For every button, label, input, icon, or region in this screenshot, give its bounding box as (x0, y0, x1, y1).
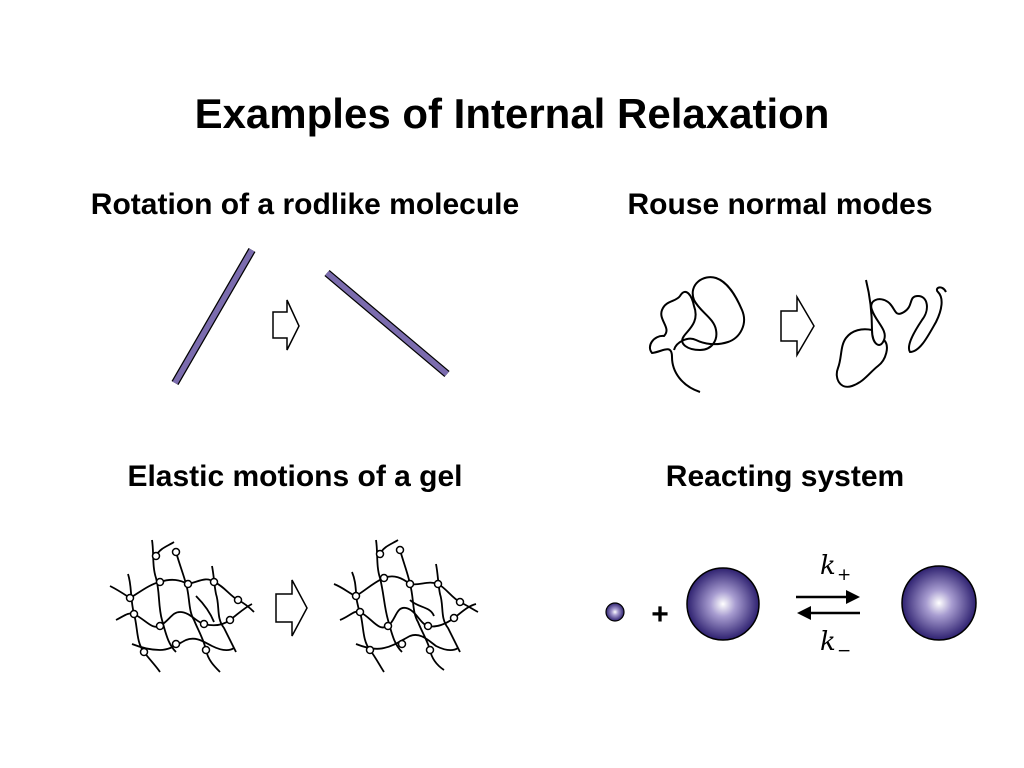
rod-rotation-heading: Rotation of a rodlike molecule (90, 188, 520, 221)
gel-network-after (333, 539, 479, 673)
polymer-chain-after-loop (835, 328, 888, 388)
rouse-transition-arrow-icon (780, 294, 815, 358)
gel-network-after-nodes (351, 545, 465, 655)
rod-before (171, 247, 256, 386)
gel-motions-heading: Elastic motions of a gel (127, 460, 463, 493)
rouse-modes-heading: Rouse normal modes (627, 188, 933, 221)
equilibrium-arrows-icon (796, 590, 860, 620)
plus-sign: + (651, 598, 669, 631)
gel-network-before-nodes (125, 547, 243, 657)
rod-transition-arrow-icon (272, 299, 300, 351)
forward-rate-label: k + (820, 551, 851, 585)
small-molecule-sphere (605, 602, 625, 622)
polymer-chain-before (648, 276, 746, 393)
forward-rate-symbol: k (820, 551, 836, 581)
product-molecule-sphere (901, 565, 977, 641)
large-molecule-sphere (686, 567, 760, 641)
backward-rate-label: k − (820, 627, 851, 661)
slide-title: Examples of Internal Relaxation (194, 90, 830, 137)
rod-after (324, 269, 450, 378)
backward-rate-subscript: − (837, 641, 851, 661)
forward-rate-subscript: + (837, 565, 851, 585)
reacting-system-heading: Reacting system (665, 460, 905, 493)
gel-network-before (109, 539, 255, 673)
backward-rate-symbol: k (820, 627, 836, 657)
gel-transition-arrow-icon (275, 579, 308, 637)
polymer-chain-after (865, 279, 947, 354)
